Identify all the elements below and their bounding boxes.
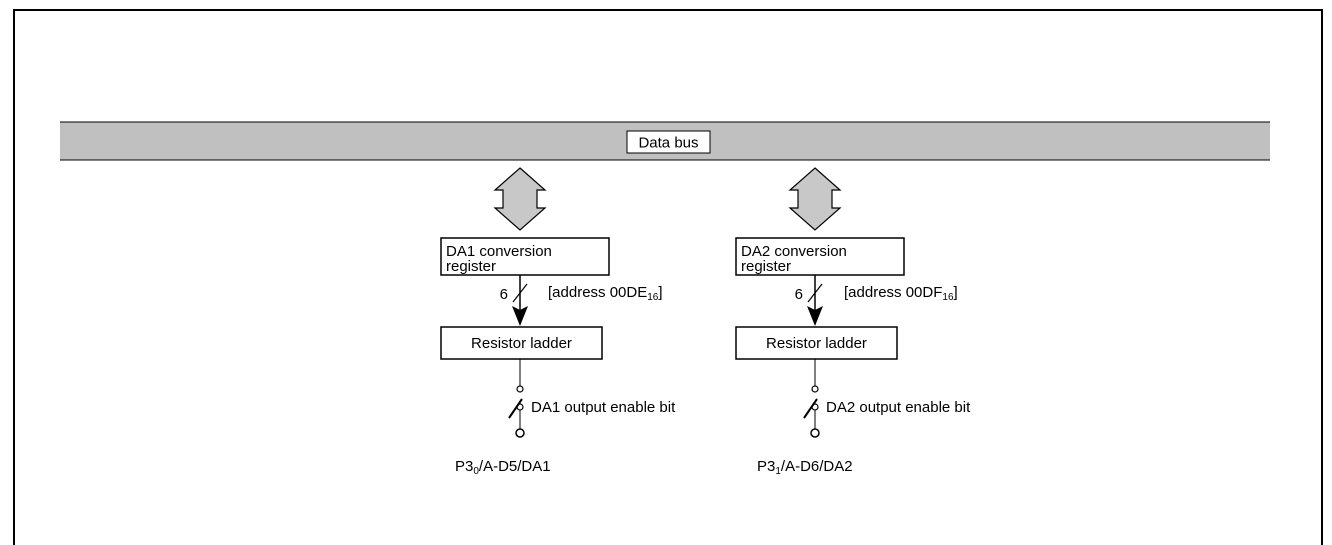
da2-register-label-line1: DA2 conversion	[741, 243, 847, 260]
da1-register-label-line1: DA1 conversion	[446, 243, 552, 260]
da2-pin-subscript: 1	[775, 466, 781, 477]
da2-output-enable-label: DA2 output enable bit	[826, 399, 971, 416]
da1-pin-prefix: P3	[455, 458, 473, 475]
da1-switch-blade	[508, 398, 523, 419]
da1-pin-name: P30/A-D5/DA1	[455, 458, 551, 477]
da1-switch-top-contact	[516, 385, 524, 393]
bus-transfer-arrow	[788, 167, 842, 231]
da2-bus-width-slash	[807, 283, 823, 303]
da2-conversion-register	[735, 237, 905, 276]
da2-pin-name: P31/A-D6/DA2	[757, 458, 853, 477]
da1-conversion-register	[440, 237, 610, 276]
da2-pin-suffix: /A-D6/DA2	[781, 458, 853, 475]
da1-register-address: [address 00DE16]	[548, 284, 663, 303]
da2-register-address: [address 00DF16]	[844, 284, 958, 303]
figure-frame	[13, 9, 1323, 545]
da2-bus-width: 6	[795, 286, 803, 303]
da1-address-prefix: [address 00DE	[548, 284, 647, 301]
da1-bus-width-slash	[512, 283, 528, 303]
bus-transfer-arrow	[493, 167, 547, 231]
da1-resistor-ladder-label: Resistor ladder	[471, 335, 572, 352]
da2-resistor-ladder-label: Resistor ladder	[766, 335, 867, 352]
data-bus-label: Data bus	[638, 135, 698, 152]
da2-address-suffix: ]	[954, 284, 958, 301]
da1-bus-width: 6	[500, 286, 508, 303]
data-bus-label-box	[626, 130, 711, 154]
da2-address-prefix: [address 00DF	[844, 284, 942, 301]
data-bus: Data bus	[60, 121, 1270, 161]
da1-arrowhead	[512, 306, 528, 326]
da1-address-subscript: 16	[647, 292, 659, 303]
da1-pin-subscript: 0	[473, 466, 479, 477]
da2-switch-top-contact	[811, 385, 819, 393]
da1-pin-suffix: /A-D5/DA1	[479, 458, 551, 475]
da1-register-label-line2: register	[446, 258, 496, 275]
da2-resistor-ladder	[735, 326, 898, 360]
da2-switch-blade	[803, 398, 818, 419]
da2-arrowhead	[807, 306, 823, 326]
da2-address-subscript: 16	[942, 292, 954, 303]
da1-output-terminal	[515, 428, 525, 438]
da2-register-label-line2: register	[741, 258, 791, 275]
channel-da2: DA2 conversion register 6 [address 00DF1…	[735, 167, 971, 477]
da2-output-terminal	[810, 428, 820, 438]
da1-resistor-ladder	[440, 326, 603, 360]
da1-output-enable-label: DA1 output enable bit	[531, 399, 676, 416]
da2-pin-prefix: P3	[757, 458, 775, 475]
da1-address-suffix: ]	[658, 284, 662, 301]
channel-da1: DA1 conversion register 6 [address 00DE1…	[440, 167, 676, 477]
